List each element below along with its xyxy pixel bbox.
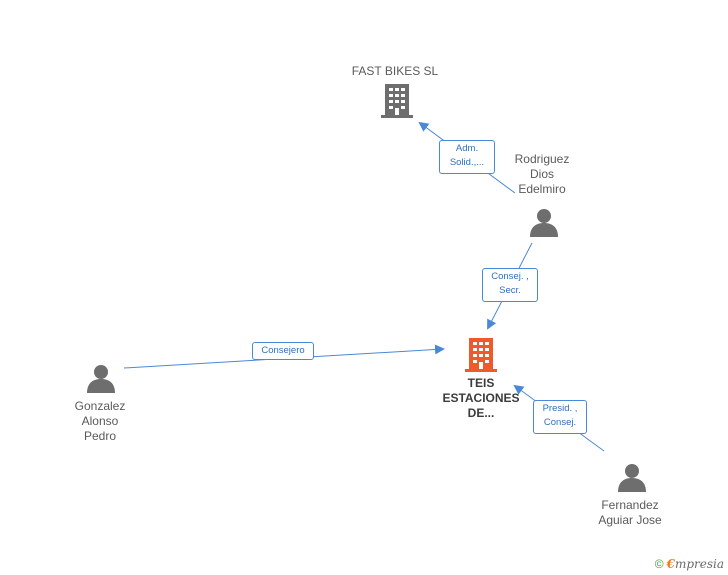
empresia-logo: €mpresia xyxy=(666,557,724,571)
empresia-watermark[interactable]: © €mpresia xyxy=(655,557,724,571)
node-label-rodriguez[interactable]: Rodriguez Dios Edelmiro xyxy=(514,152,570,196)
edge-label-fernandez-teis[interactable]: Presid. , Consej. xyxy=(533,400,587,434)
node-label-gonzalez[interactable]: Gonzalez Alonso Pedro xyxy=(74,399,126,443)
edge-label-gonzalez-teis[interactable]: Consejero xyxy=(252,342,314,360)
person-icon[interactable] xyxy=(618,464,646,492)
copyright-icon: © xyxy=(654,557,664,571)
person-icon[interactable] xyxy=(530,209,558,237)
edge-label-rodriguez-teis[interactable]: Consej. , Secr. xyxy=(482,268,538,302)
edge-label-rodriguez-fastbikes[interactable]: Adm. Solid.,... xyxy=(439,140,495,174)
person-icon[interactable] xyxy=(87,365,115,393)
building-icon[interactable] xyxy=(465,338,497,372)
node-label-teis[interactable]: TEIS ESTACIONES DE... xyxy=(442,376,520,420)
node-label-fast-bikes[interactable]: FAST BIKES SL xyxy=(351,64,439,78)
building-icon[interactable] xyxy=(381,84,413,118)
node-label-fernandez[interactable]: Fernandez Aguiar Jose xyxy=(598,498,662,527)
